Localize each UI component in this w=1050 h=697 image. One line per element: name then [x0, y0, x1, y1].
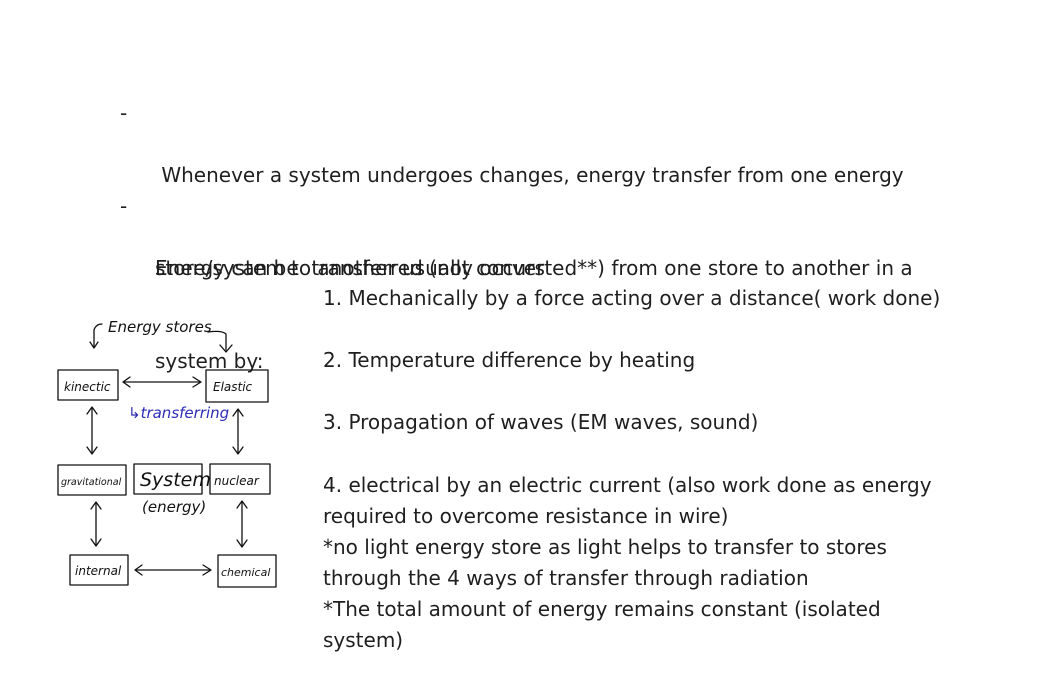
- bullet-line: store/system to another usually occurs: [155, 256, 545, 280]
- arrowhead-elastic: [192, 376, 202, 388]
- arrowhead-kinetic: [122, 376, 131, 388]
- transfer-method-1: 1. Mechanically by a force acting over a…: [323, 286, 941, 310]
- arrowhead-up: [232, 408, 244, 417]
- diagram-heading: Energy stores: [108, 318, 212, 336]
- store-label-kinetic: kinectic: [64, 380, 111, 394]
- bullet-line: Energy can be transferred (not converted…: [155, 256, 913, 280]
- note-line: *no light energy store as light helps to…: [323, 535, 887, 559]
- transferring-note: ↳transferring: [128, 404, 229, 422]
- arrowhead-down: [232, 446, 244, 455]
- arrowhead-up: [90, 501, 102, 510]
- bullet-text: Energy can be transferred (not converted…: [155, 191, 955, 439]
- box-gravitational: [57, 464, 127, 496]
- transfer-method-4: 4. electrical by an electric current (al…: [323, 470, 1023, 656]
- arrowhead-up: [236, 500, 248, 509]
- bracket-left-arrowhead: [89, 341, 99, 349]
- store-label-nuclear: nuclear: [214, 474, 260, 488]
- bullet-marker: -: [120, 101, 128, 125]
- arrowhead-down: [236, 539, 248, 548]
- box-internal: [69, 554, 129, 586]
- store-label-internal: internal: [75, 564, 122, 578]
- system-label: System: [140, 469, 211, 491]
- store-label-chemical: chemical: [221, 566, 270, 579]
- note-line: system): [323, 628, 404, 652]
- arrowhead-down: [90, 538, 102, 547]
- bullet-marker: -: [120, 194, 128, 218]
- bracket-right-line: [207, 330, 227, 351]
- transfer-method-2: 2. Temperature difference by heating: [323, 348, 696, 372]
- arrowhead-up: [86, 406, 98, 415]
- bullet-line: system by:: [155, 349, 264, 373]
- box-elastic: [205, 369, 269, 403]
- box-nuclear: [209, 463, 271, 495]
- method-4-line: required to overcome resistance in wire): [323, 504, 729, 528]
- box-system: [133, 463, 203, 495]
- store-label-gravitational: gravitational: [61, 477, 122, 488]
- store-label-elastic: Elastic: [213, 380, 253, 394]
- box-chemical: [217, 554, 277, 588]
- arrowhead-left: [134, 564, 143, 576]
- bracket-right-arrowhead: [219, 344, 233, 353]
- energy-stores-diagram: Energy stores kinectic Elastic ↳transfer…: [57, 318, 277, 588]
- arrowhead-down: [86, 446, 98, 455]
- bracket-left-line: [93, 323, 103, 348]
- box-kinetic: [57, 369, 119, 401]
- system-sub-label: (energy): [142, 498, 206, 516]
- note-line: *The total amount of energy remains cons…: [323, 597, 881, 621]
- bullet-text: Whenever a system undergoes changes, ene…: [155, 98, 955, 346]
- arrowhead-right: [202, 564, 212, 576]
- method-4-line: 4. electrical by an electric current (al…: [323, 473, 932, 497]
- transfer-method-3: 3. Propagation of waves (EM waves, sound…: [323, 410, 759, 434]
- bullet-line: Whenever a system undergoes changes, ene…: [155, 163, 904, 187]
- note-line: through the 4 ways of transfer through r…: [323, 566, 809, 590]
